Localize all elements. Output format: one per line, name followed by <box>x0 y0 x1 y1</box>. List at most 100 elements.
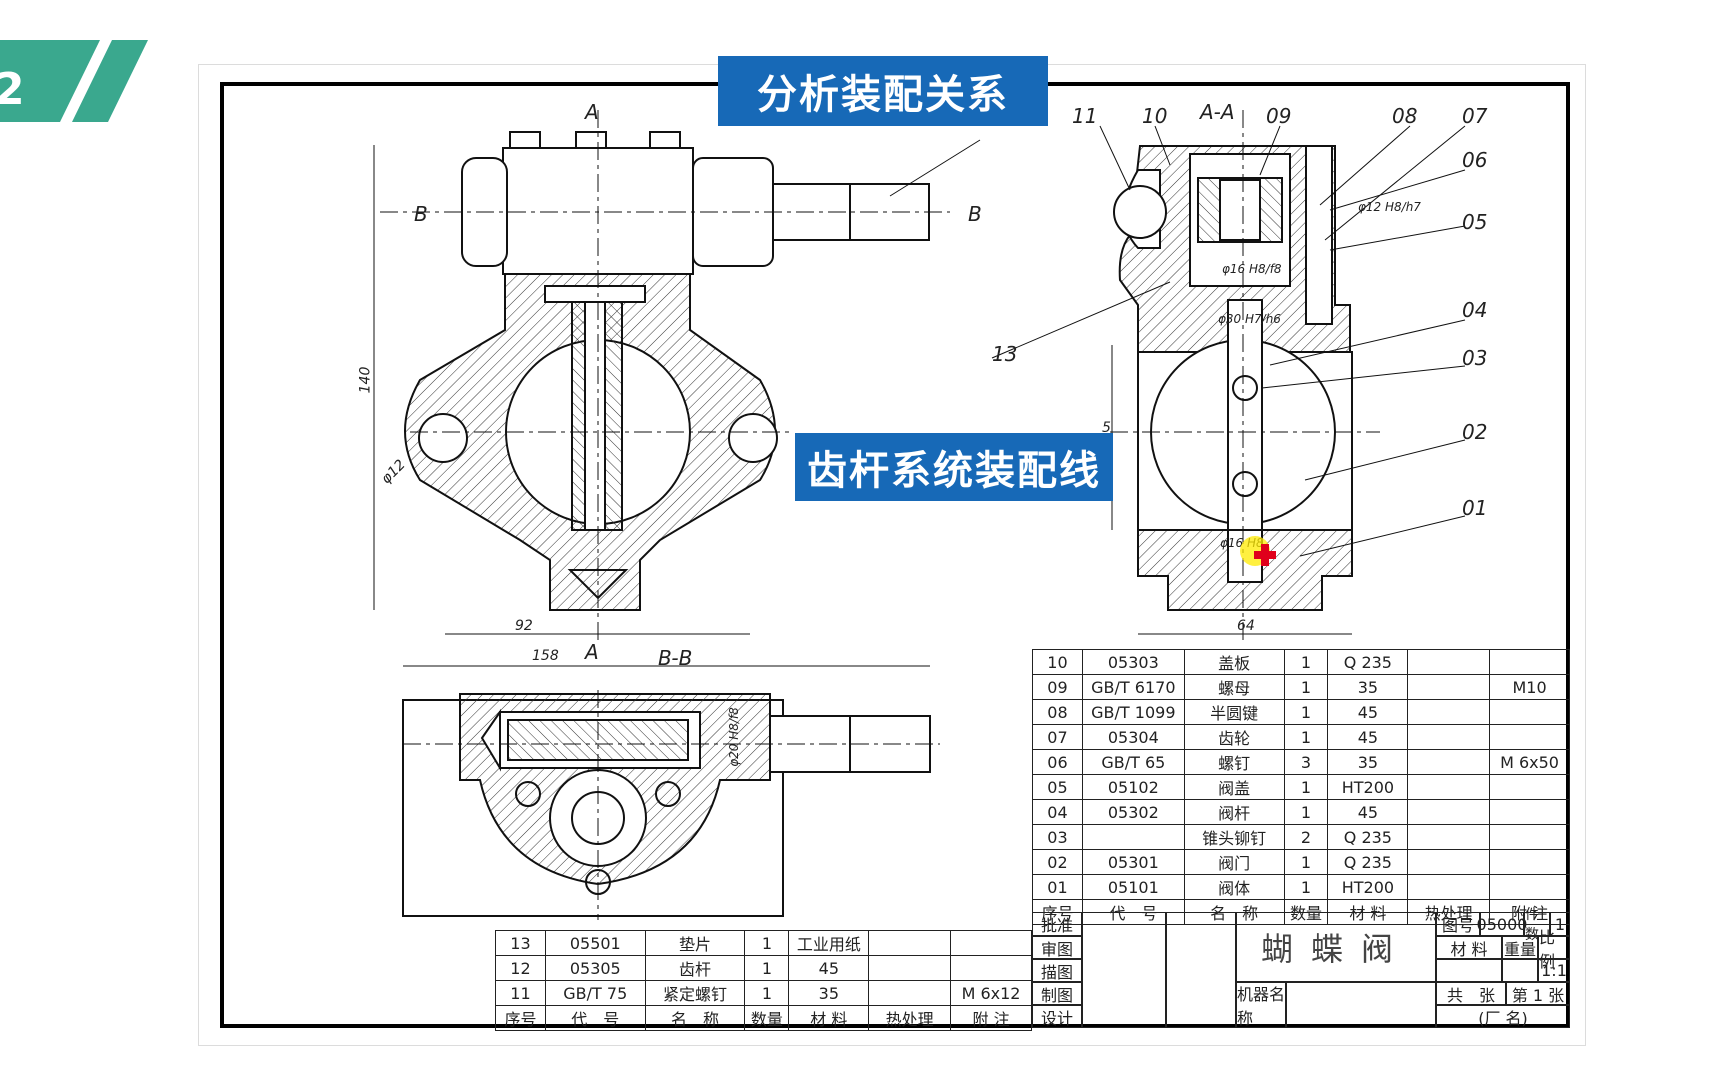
callout-11: 11 <box>1072 104 1098 128</box>
analysis-banner: 分析装配关系 <box>718 56 1048 126</box>
bom-right-cell: 02 <box>1032 849 1083 875</box>
machine-name-label: 机器名称 <box>1236 982 1286 1028</box>
bom-left-header-cell: 数量 <box>744 1005 790 1031</box>
factory-name: (厂 名) <box>1436 1005 1570 1028</box>
bom-right-cell: 05303 <box>1081 649 1185 675</box>
bom-right-cell: 05302 <box>1081 799 1185 825</box>
bom-left-cell: 1 <box>744 955 790 981</box>
bom-right-cell: 1 <box>1283 699 1329 725</box>
bom-right-cell <box>1407 774 1491 800</box>
bom-left-header-cell: 附 注 <box>950 1005 1032 1031</box>
signature-cell-1 <box>1082 912 1166 1028</box>
bom-right-cell <box>1407 674 1491 700</box>
bom-right-cell: GB/T 1099 <box>1081 699 1185 725</box>
section-label-a-top: A <box>585 100 599 124</box>
plus-cursor-icon <box>1254 544 1276 566</box>
bom-right-cell <box>1407 849 1491 875</box>
bom-right-cell: Q 235 <box>1327 649 1409 675</box>
weight-value <box>1502 959 1538 982</box>
bom-left-cell: 1 <box>744 930 790 956</box>
bom-right-cell: 01 <box>1032 874 1083 900</box>
bom-right-cell <box>1407 799 1491 825</box>
bom-right-cell: 螺钉 <box>1183 749 1285 775</box>
bom-right-cell <box>1489 724 1570 750</box>
bom-left-header-row: 序号代 号名 称数量材 料热处理附 注 <box>495 1005 1032 1031</box>
bom-right-cell <box>1489 774 1570 800</box>
bom-left-header-cell: 序号 <box>495 1005 546 1031</box>
bom-right-cell <box>1407 824 1491 850</box>
bom-right-cell: 08 <box>1032 699 1083 725</box>
machine-name-value <box>1286 982 1436 1028</box>
bom-left-cell: GB/T 75 <box>544 980 646 1006</box>
bom-right-cell: 阀体 <box>1183 874 1285 900</box>
bom-left-cell: 45 <box>788 955 870 981</box>
section-label-b-left: B <box>414 202 428 226</box>
bom-right-cell: 05 <box>1032 774 1083 800</box>
scale-value: 1:1 <box>1538 959 1570 982</box>
bom-right-cell: 螺母 <box>1183 674 1285 700</box>
bom-right-cell: 齿轮 <box>1183 724 1285 750</box>
callout-05: 05 <box>1462 210 1488 234</box>
bom-right-cell: 06 <box>1032 749 1083 775</box>
bom-right-cell: M 6x50 <box>1489 749 1570 775</box>
material-value <box>1436 959 1502 982</box>
section-aa-view <box>1110 110 1380 640</box>
view-label-aa: A-A <box>1200 100 1235 124</box>
bom-right-cell <box>1407 874 1491 900</box>
sheets-total: 共 张 <box>1436 982 1506 1005</box>
bom-left-cell: 35 <box>788 980 870 1006</box>
bom-left-header-cell: 名 称 <box>644 1005 746 1031</box>
bom-left-cell <box>950 930 1032 956</box>
fit-phi16-top: φ16 H8/f8 <box>1222 262 1282 276</box>
scale-label: 比例 <box>1538 928 1570 971</box>
drawing-title: 蝴蝶阀 <box>1236 912 1436 982</box>
bom-right-cell: M10 <box>1489 674 1570 700</box>
bom-right-cell <box>1407 699 1491 725</box>
dimension-92: 92 <box>515 618 533 634</box>
bom-left-cell <box>868 980 952 1006</box>
approve-label: 批准 <box>1032 912 1082 936</box>
section-number: 2 <box>0 64 25 115</box>
bom-right-cell: GB/T 65 <box>1081 749 1185 775</box>
bom-right-cell <box>1407 649 1491 675</box>
trace-label: 描图 <box>1032 959 1082 982</box>
callout-03: 03 <box>1462 346 1488 370</box>
bom-right-cell <box>1489 824 1570 850</box>
section-bb-view <box>402 665 940 920</box>
bom-right-cell: 阀盖 <box>1183 774 1285 800</box>
bom-right-cell <box>1407 749 1491 775</box>
bom-right-cell <box>1489 849 1570 875</box>
bom-left-cell: 05305 <box>544 955 646 981</box>
signature-cell-2 <box>1166 912 1236 1028</box>
bom-left-cell: 齿杆 <box>644 955 746 981</box>
bom-right-cell: 35 <box>1327 674 1409 700</box>
callout-07: 07 <box>1462 104 1488 128</box>
bom-left-header-cell: 热处理 <box>868 1005 952 1031</box>
bom-right-cell: 2 <box>1283 824 1329 850</box>
drawing-no-value: 05000 <box>1477 912 1527 936</box>
front-view <box>373 110 950 640</box>
callout-08: 08 <box>1392 104 1418 128</box>
callout-09: 09 <box>1266 104 1292 128</box>
view-label-bb: B-B <box>658 646 693 670</box>
design-label: 设计 <box>1032 1005 1082 1028</box>
section-label-a-bottom: A <box>585 640 599 664</box>
bom-left-cell: 12 <box>495 955 546 981</box>
sheet-index: 第 1 张 <box>1506 982 1570 1005</box>
callout-10: 10 <box>1142 104 1168 128</box>
callout-06: 06 <box>1462 148 1488 172</box>
bom-right-cell: 07 <box>1032 724 1083 750</box>
bom-right-cell: 05301 <box>1081 849 1185 875</box>
fit-phi30: φ30 H7/h6 <box>1218 312 1281 326</box>
bom-right-cell <box>1407 724 1491 750</box>
bom-right-cell: 盖板 <box>1183 649 1285 675</box>
bom-right-cell: 1 <box>1283 774 1329 800</box>
